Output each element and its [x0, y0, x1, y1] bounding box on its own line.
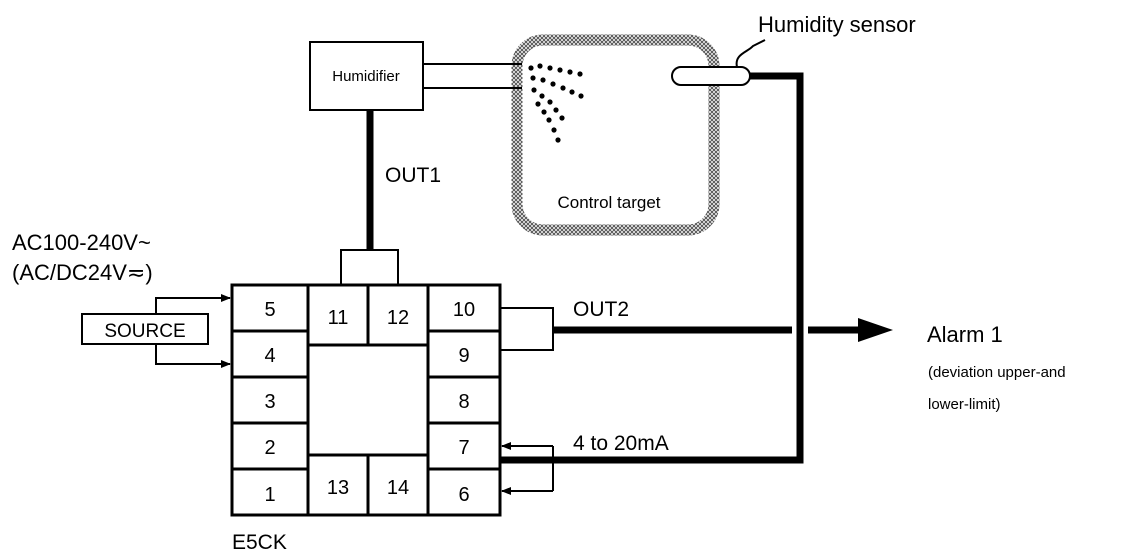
source-label: SOURCE	[104, 321, 185, 342]
terminal-8: 8	[458, 391, 469, 413]
terminal-10: 10	[453, 299, 475, 321]
terminal-6: 6	[458, 484, 469, 506]
source-wire-top	[155, 294, 231, 314]
terminal-13: 13	[327, 477, 349, 499]
terminal-1: 1	[264, 484, 275, 506]
terminal-12: 12	[387, 307, 409, 329]
source-box	[81, 313, 209, 345]
terminal-5: 5	[264, 299, 275, 321]
supply-voltage-alt-label: (AC/DC24V≂)	[12, 260, 153, 285]
controller-terminal-block	[230, 283, 502, 517]
current-range-label: 4 to 20mA	[573, 432, 669, 455]
terminal-3: 3	[264, 391, 275, 413]
alarm-title: Alarm 1	[927, 322, 1003, 347]
control-target-chamber	[511, 34, 720, 236]
terminal-9: 9	[458, 345, 469, 367]
humidity-sensor-label: Humidity sensor	[758, 12, 916, 37]
source-wire-bottom	[155, 344, 231, 368]
out1-label: OUT1	[385, 164, 441, 187]
control-target-label: Control target	[558, 193, 661, 212]
humidifier-label: Humidifier	[332, 68, 400, 85]
supply-voltage-label: AC100-240V~	[12, 230, 151, 255]
alarm-description-line2: lower-limit)	[928, 396, 1001, 413]
terminal-2: 2	[264, 437, 275, 459]
model-label: E5CK	[232, 531, 287, 554]
alarm-arrow-head	[858, 318, 893, 342]
terminal-14: 14	[387, 477, 409, 499]
humidity-sensor-probe	[671, 66, 751, 86]
out1-connector-bracket	[340, 249, 399, 285]
terminal-4: 4	[264, 345, 275, 367]
spray-icon	[528, 63, 584, 143]
out2-connector-bracket	[500, 307, 554, 351]
out2-label: OUT2	[573, 298, 629, 321]
sensor-signal-wire	[430, 72, 804, 464]
terminal-11: 11	[328, 307, 349, 329]
sensor-lead-wire	[735, 39, 766, 68]
alarm-description-line1: (deviation upper-and	[928, 364, 1066, 381]
terminal-7: 7	[458, 437, 469, 459]
